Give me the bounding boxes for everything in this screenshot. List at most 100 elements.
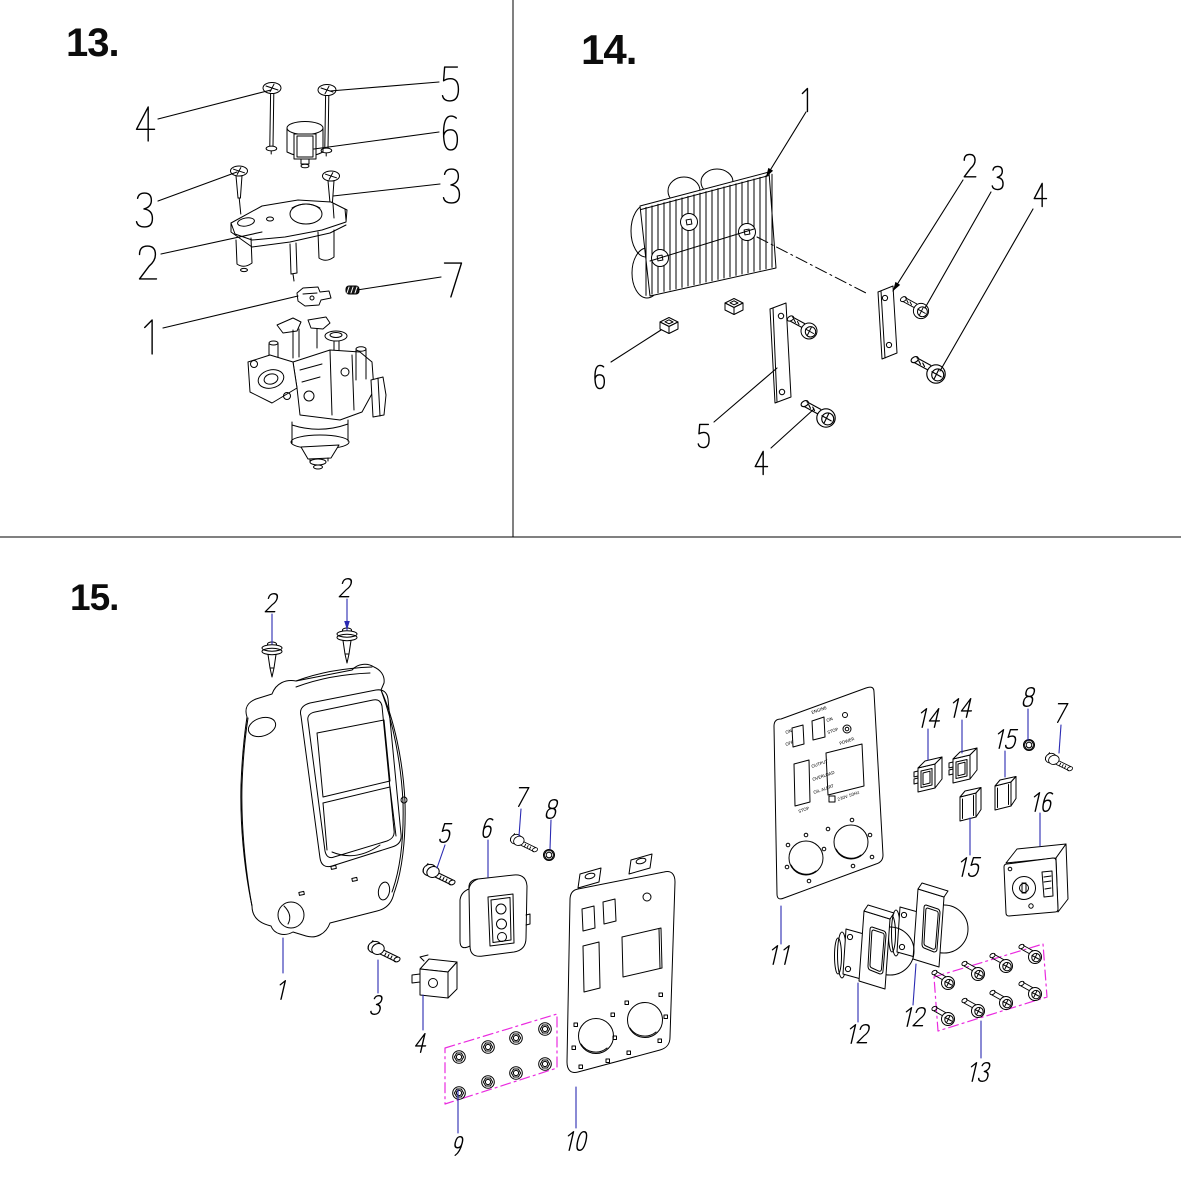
callouts-section-13: [135, 66, 463, 355]
leader-line: [329, 81, 440, 92]
leader-line: [157, 89, 272, 120]
part-label-5: [697, 423, 710, 449]
part-label-8: [1022, 687, 1036, 707]
leader-line: [770, 408, 815, 449]
panel-screw: [1017, 979, 1042, 1001]
mounting-panel: [566, 853, 676, 1073]
part-label-6: [482, 818, 494, 838]
decal-micro-text: STOP: [798, 805, 811, 813]
part-label-13: [970, 1062, 991, 1082]
carburetor-spacer-plate: [230, 199, 348, 282]
part-label-4: [414, 1033, 427, 1053]
muffler-heatsink: [630, 168, 867, 299]
bolt: [366, 939, 402, 964]
part-label-7: [517, 787, 530, 807]
screw-group: [930, 942, 1042, 1026]
choke-bracket: [296, 286, 332, 307]
leader-line: [892, 179, 964, 292]
part-label-14: [920, 708, 941, 728]
part-label-2: [963, 153, 977, 178]
part-label-4: [135, 106, 156, 142]
section-13-carburetor-assembly: [230, 82, 387, 470]
panel-screw: [1017, 942, 1042, 964]
part-label-5: [441, 66, 460, 102]
flange-nut: [538, 1022, 552, 1036]
bolt: [909, 354, 946, 384]
part-label-9: [454, 1136, 464, 1156]
part-label-15: [960, 857, 982, 877]
screw-group-outline: [933, 943, 1048, 1032]
breaker-cap: [959, 787, 982, 822]
primer-cup: [286, 121, 324, 169]
leader-line: [518, 808, 522, 837]
nut-group-outline: [444, 1013, 558, 1105]
part-label-5: [439, 823, 453, 843]
part-label-12: [905, 1007, 926, 1027]
section-14-muffler-assembly: [630, 168, 946, 428]
section-15-heading: 15.: [70, 577, 118, 618]
decal-micro-text: OIL ALERT: [813, 783, 835, 795]
part-label-3: [370, 995, 383, 1015]
callouts-section-14: [594, 87, 1048, 476]
section-14-heading: 14.: [581, 26, 636, 73]
leader-line: [1058, 724, 1062, 754]
panel-frame: [240, 663, 408, 938]
part-label-4: [754, 450, 769, 476]
leader-line: [924, 191, 992, 309]
callouts-section-15: [264, 578, 1069, 1156]
flange-nut: [452, 1050, 466, 1064]
leader-arrow: [893, 281, 901, 291]
hex-nut: [543, 849, 555, 861]
leader-line: [912, 963, 917, 1006]
panel-screw: [988, 988, 1013, 1010]
leader-line: [549, 819, 552, 850]
part-label-4: [1033, 182, 1048, 208]
bolt: [1043, 751, 1074, 773]
decal-micro-text: ON: [826, 716, 834, 723]
leader-line: [713, 367, 778, 423]
bolt: [899, 295, 930, 320]
hex-nut: [1023, 739, 1035, 751]
flange-nut: [509, 1031, 523, 1045]
flange-nut: [538, 1057, 552, 1071]
square-nut: [724, 298, 744, 315]
part-label-6: [594, 364, 606, 390]
spring: [345, 285, 360, 295]
part-label-1: [801, 87, 809, 113]
leader-line: [939, 208, 1034, 372]
panel-screw: [988, 951, 1013, 973]
leader-line: [436, 844, 446, 869]
leader-line: [332, 183, 441, 197]
part-label-10: [567, 1131, 588, 1151]
part-label-3: [135, 192, 154, 228]
leader-line: [356, 276, 442, 291]
key-switch: [1003, 843, 1069, 917]
leader-arrow: [344, 621, 350, 630]
part-label-2: [338, 578, 353, 598]
bolt: [785, 314, 818, 340]
part-label-12: [849, 1024, 870, 1044]
part-label-15: [997, 729, 1019, 749]
part-label-2: [264, 593, 279, 613]
rivet-screw: [261, 641, 283, 678]
flange-nut: [481, 1075, 495, 1089]
rivet-screw: [336, 627, 358, 664]
decal-micro-text: ENGINE: [811, 705, 828, 715]
part-label-1: [279, 980, 287, 1000]
flange-nut-group: [452, 1022, 552, 1100]
decal-micro-text: POWER: [839, 736, 855, 746]
muffler-bracket-right: [877, 285, 898, 360]
leader-line: [160, 231, 263, 255]
section-13-heading: 13.: [66, 21, 119, 65]
square-nut: [659, 317, 679, 334]
part-label-14: [952, 698, 973, 718]
part-label-7: [443, 262, 463, 298]
part-label-2: [138, 245, 158, 280]
part-label-7: [1056, 703, 1069, 723]
part-label-16: [1033, 792, 1054, 812]
round-socket: [888, 882, 969, 968]
